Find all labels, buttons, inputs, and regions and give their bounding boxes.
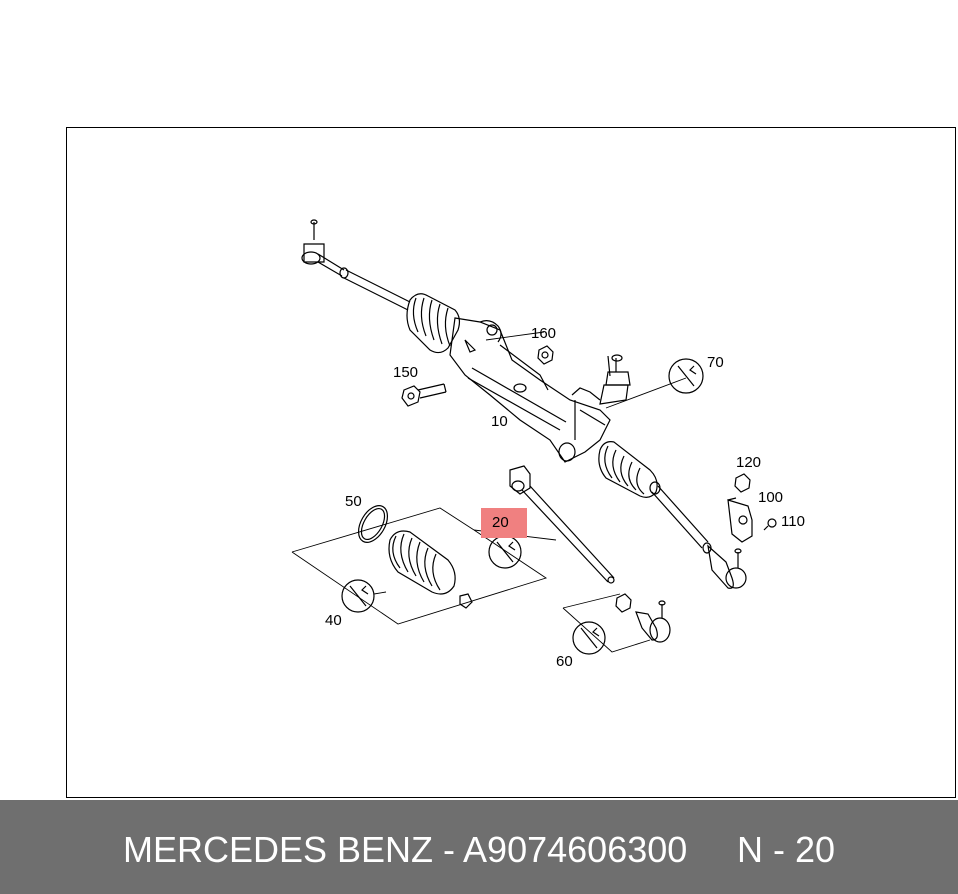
diagram-frame xyxy=(66,127,956,798)
nut-120 xyxy=(734,473,751,493)
callout-120: 120 xyxy=(736,454,761,471)
wrench-icon-40 xyxy=(341,579,375,613)
callout-160: 160 xyxy=(531,325,556,342)
part-number-text: MERCEDES BENZ - A9074606300 xyxy=(123,829,688,870)
right-rack-boot xyxy=(598,441,661,498)
callout-20-highlight xyxy=(481,508,527,538)
callout-10: 10 xyxy=(491,413,508,430)
inner-tie-rod-20 xyxy=(509,465,615,584)
pinion-housing xyxy=(599,354,631,405)
leader-lines xyxy=(291,331,687,653)
wrench-icon-70 xyxy=(668,358,704,394)
callout-50: 50 xyxy=(345,493,362,510)
left-tie-rod xyxy=(343,269,411,311)
screw-110 xyxy=(763,518,777,531)
callout-60: 60 xyxy=(556,653,573,670)
outer-tie-rod-end-60 xyxy=(615,593,671,643)
callout-20: 20 xyxy=(492,514,509,531)
clamp-ring-50 xyxy=(357,505,389,543)
wrench-icon-20 xyxy=(488,535,522,569)
callout-70: 70 xyxy=(707,354,724,371)
bracket-100 xyxy=(727,497,753,543)
rack-housing xyxy=(449,317,611,463)
right-tie-rod xyxy=(651,485,712,554)
bolt-150 xyxy=(401,383,447,407)
wrench-icon-60 xyxy=(572,621,606,655)
right-tie-rod-end xyxy=(707,544,747,589)
callout-150: 150 xyxy=(393,364,418,381)
callout-110: 110 xyxy=(781,513,805,530)
callout-40: 40 xyxy=(325,612,342,629)
footer-bar: MERCEDES BENZ - A9074606300 N - 20 xyxy=(0,800,958,894)
steering-rack-diagram: 160 150 10 70 120 100 110 50 20 40 60 xyxy=(291,219,805,670)
boot-kit-40 xyxy=(388,530,473,609)
left-tie-rod-end xyxy=(301,219,349,279)
position-number-text: N - 20 xyxy=(737,829,836,870)
callout-100: 100 xyxy=(758,489,783,506)
nut-160 xyxy=(537,345,554,365)
left-rack-boot xyxy=(406,293,461,354)
